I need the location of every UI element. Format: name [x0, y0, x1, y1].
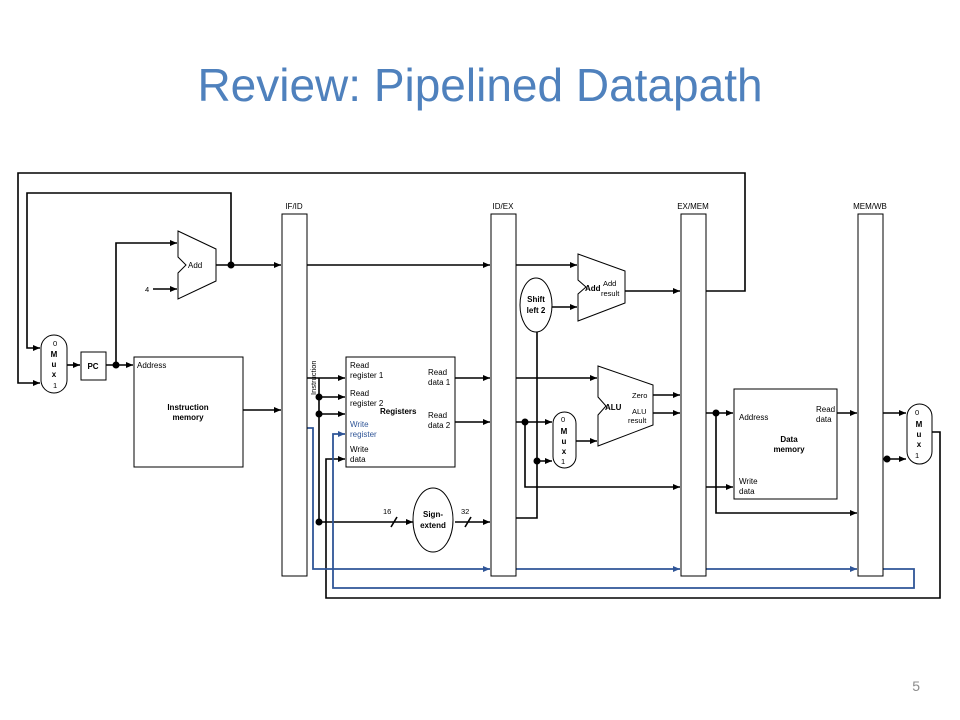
- datapath-wires: [17, 172, 941, 599]
- svg-text:Sign-: Sign-: [423, 510, 443, 519]
- svg-text:M: M: [916, 420, 923, 429]
- sign-extend: Sign- extend: [412, 487, 454, 553]
- slide-number: 5: [912, 678, 920, 694]
- svg-text:register 1: register 1: [350, 371, 384, 380]
- junction-dots: [112, 261, 891, 526]
- svg-text:data 2: data 2: [428, 421, 451, 430]
- svg-text:data: data: [739, 487, 755, 496]
- svg-text:Write: Write: [739, 477, 758, 486]
- writeback-mux: 0 M u x 1: [906, 403, 933, 465]
- svg-text:1: 1: [561, 457, 565, 466]
- svg-text:Write: Write: [350, 445, 369, 454]
- data-memory: Address Read data Write data Data memory: [733, 388, 838, 500]
- svg-text:Read: Read: [428, 368, 447, 377]
- pipeline-register-mem-wb: MEM/WB: [853, 202, 887, 577]
- svg-text:1: 1: [915, 451, 919, 460]
- svg-text:u: u: [917, 430, 922, 439]
- svg-text:0: 0: [561, 415, 565, 424]
- svg-text:u: u: [562, 437, 567, 446]
- svg-text:EX/MEM: EX/MEM: [677, 202, 709, 211]
- svg-text:memory: memory: [172, 413, 204, 422]
- pipeline-register-ex-mem: EX/MEM: [677, 202, 709, 577]
- svg-text:extend: extend: [420, 521, 446, 530]
- svg-text:ALU: ALU: [632, 407, 647, 416]
- svg-text:Add: Add: [188, 261, 202, 270]
- svg-text:Shift: Shift: [527, 295, 545, 304]
- svg-text:data: data: [816, 415, 832, 424]
- register-file: Read register 1 Read register 2 Write re…: [345, 356, 456, 468]
- svg-text:PC: PC: [87, 362, 98, 371]
- svg-text:x: x: [562, 447, 567, 456]
- pipeline-register-if-id: IF/ID: [281, 202, 308, 577]
- svg-text:u: u: [52, 360, 57, 369]
- pc-mux: 0 M u x 1: [40, 334, 68, 394]
- svg-text:ALU: ALU: [605, 403, 622, 412]
- svg-text:data 1: data 1: [428, 378, 451, 387]
- pc-adder: Add: [177, 230, 217, 300]
- svg-text:left 2: left 2: [527, 306, 546, 315]
- svg-text:Registers: Registers: [380, 407, 417, 416]
- alu-mux: 0 M u x 1: [552, 411, 577, 469]
- pipeline-register-id-ex: ID/EX: [490, 202, 517, 577]
- bits-16-label: 16: [383, 507, 391, 516]
- svg-text:IF/ID: IF/ID: [285, 202, 303, 211]
- svg-text:1: 1: [53, 381, 57, 390]
- svg-text:x: x: [917, 440, 922, 449]
- svg-text:Zero: Zero: [632, 391, 647, 400]
- svg-text:Address: Address: [137, 361, 166, 370]
- constant-four: 4: [145, 285, 149, 294]
- svg-text:Read: Read: [428, 411, 447, 420]
- write-register-path: [307, 427, 915, 589]
- svg-text:Data: Data: [780, 435, 798, 444]
- svg-text:result: result: [601, 289, 620, 298]
- svg-text:Read: Read: [816, 405, 835, 414]
- svg-text:register: register: [350, 430, 377, 439]
- branch-adder: Add Add result: [577, 253, 626, 322]
- svg-text:memory: memory: [773, 445, 805, 454]
- svg-text:Add: Add: [585, 284, 601, 293]
- svg-text:Read: Read: [350, 389, 369, 398]
- svg-text:x: x: [52, 370, 57, 379]
- alu: ALU Zero ALU result: [597, 365, 654, 447]
- slide-title: Review: Pipelined Datapath: [197, 59, 763, 111]
- instruction-label: Instruction: [309, 360, 318, 395]
- svg-text:Add: Add: [603, 279, 616, 288]
- svg-text:ID/EX: ID/EX: [493, 202, 515, 211]
- shift-left-2: Shift left 2: [519, 277, 553, 333]
- svg-text:data: data: [350, 455, 366, 464]
- svg-text:0: 0: [53, 339, 57, 348]
- svg-text:result: result: [628, 416, 647, 425]
- svg-text:0: 0: [915, 408, 919, 417]
- svg-text:register 2: register 2: [350, 399, 384, 408]
- svg-text:M: M: [51, 350, 58, 359]
- svg-text:Write: Write: [350, 420, 369, 429]
- svg-text:MEM/WB: MEM/WB: [853, 202, 887, 211]
- instruction-memory: Address Instruction memory: [133, 356, 244, 468]
- svg-text:M: M: [561, 427, 568, 436]
- svg-text:Address: Address: [739, 413, 768, 422]
- bits-32-label: 32: [461, 507, 469, 516]
- svg-text:Instruction: Instruction: [167, 403, 208, 412]
- program-counter: PC: [80, 351, 107, 381]
- svg-text:Read: Read: [350, 361, 369, 370]
